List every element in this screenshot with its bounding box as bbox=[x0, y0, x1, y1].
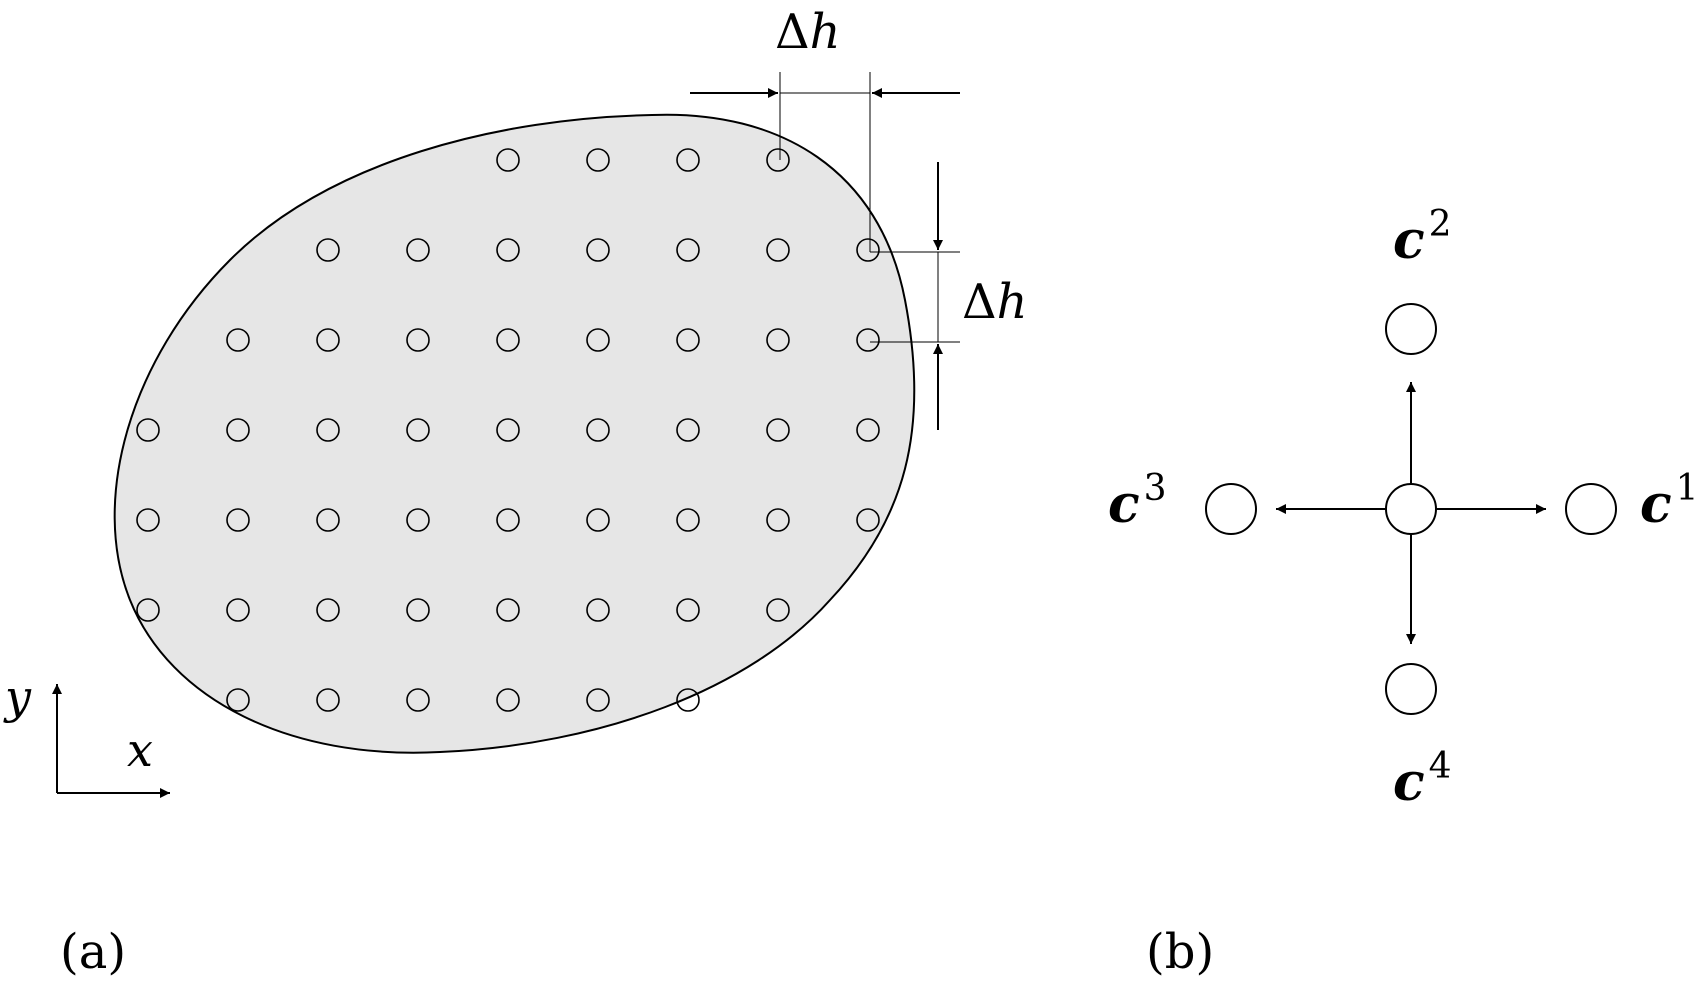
lattice-node bbox=[766, 418, 790, 442]
lattice-node bbox=[136, 508, 160, 532]
lattice-node bbox=[766, 328, 790, 352]
y-axis-label: y bbox=[3, 670, 32, 724]
lattice-node bbox=[766, 508, 790, 532]
x-axis-label: x bbox=[127, 723, 153, 777]
panel-a: Δh Δh y x (a) bbox=[3, 4, 1028, 980]
lattice-node bbox=[406, 418, 430, 442]
caption-a: (a) bbox=[60, 924, 126, 980]
lattice-node bbox=[136, 418, 160, 442]
neighbor-node-down bbox=[1385, 663, 1437, 715]
lattice-node bbox=[676, 328, 700, 352]
lattice-node bbox=[316, 598, 340, 622]
lattice-node bbox=[316, 418, 340, 442]
lattice-node bbox=[676, 598, 700, 622]
lattice-node bbox=[766, 148, 790, 172]
fluid-domain bbox=[113, 113, 916, 754]
lattice-node bbox=[406, 598, 430, 622]
lattice-node bbox=[496, 148, 520, 172]
caption-b: (b) bbox=[1146, 924, 1214, 980]
lattice-node bbox=[406, 328, 430, 352]
lattice-node bbox=[586, 418, 610, 442]
lattice-node bbox=[496, 688, 520, 712]
lattice-node bbox=[406, 508, 430, 532]
neighbor-node-up bbox=[1385, 303, 1437, 355]
lattice-node bbox=[676, 418, 700, 442]
dimension-horizontal: Δh bbox=[690, 4, 960, 252]
lattice-node bbox=[496, 238, 520, 262]
lattice-node bbox=[316, 328, 340, 352]
lattice-node bbox=[406, 238, 430, 262]
lattice-node bbox=[856, 238, 880, 262]
lattice-node bbox=[136, 598, 160, 622]
lattice-node bbox=[406, 688, 430, 712]
lattice-node bbox=[676, 238, 700, 262]
lattice-node bbox=[586, 238, 610, 262]
lattice-node bbox=[496, 418, 520, 442]
lattice-node bbox=[586, 688, 610, 712]
neighbor-node-right bbox=[1565, 483, 1617, 535]
lattice-node bbox=[226, 328, 250, 352]
lattice-node bbox=[856, 508, 880, 532]
lattice-node bbox=[676, 508, 700, 532]
lattice-node bbox=[586, 328, 610, 352]
lattice-node bbox=[226, 508, 250, 532]
lattice-node bbox=[676, 148, 700, 172]
lattice-node bbox=[496, 508, 520, 532]
lattice-node bbox=[316, 238, 340, 262]
lattice-node bbox=[766, 238, 790, 262]
lattice-node bbox=[226, 418, 250, 442]
lattice-node bbox=[856, 328, 880, 352]
lattice-node bbox=[226, 598, 250, 622]
center-node bbox=[1385, 483, 1437, 535]
lattice-node bbox=[586, 148, 610, 172]
lattice-node bbox=[226, 688, 250, 712]
lattice-node bbox=[496, 328, 520, 352]
lattice-node bbox=[856, 418, 880, 442]
delta-h-label-side: Δh bbox=[962, 274, 1028, 330]
lattice-node bbox=[676, 688, 700, 712]
dimension-vertical: Δh bbox=[870, 162, 1028, 430]
coordinate-axes: y x bbox=[3, 670, 170, 798]
lattice-node bbox=[586, 598, 610, 622]
lattice-node bbox=[766, 598, 790, 622]
lattice-node bbox=[586, 508, 610, 532]
lattice-node bbox=[316, 688, 340, 712]
lattice-node bbox=[316, 508, 340, 532]
neighbor-node-left bbox=[1205, 483, 1257, 535]
lattice-nodes bbox=[136, 148, 880, 712]
delta-h-label-top: Δh bbox=[775, 4, 841, 60]
lattice-node bbox=[496, 598, 520, 622]
